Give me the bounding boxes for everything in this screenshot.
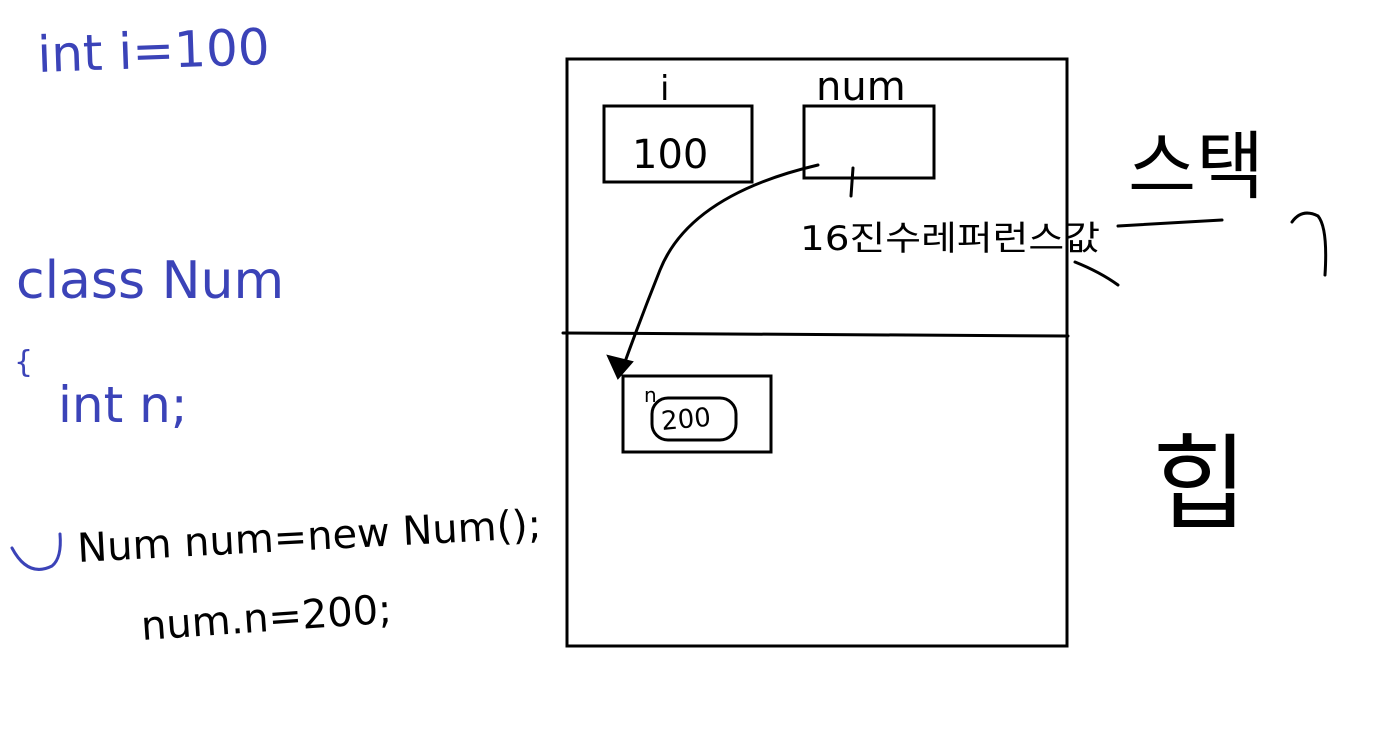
code-line-open-brace: { [14, 345, 33, 380]
code-line-assign-n: num.n=200; [139, 587, 393, 650]
code-line-int-i: int i=100 [36, 18, 270, 84]
side-labels: 스택 힙 [1116, 124, 1328, 545]
heap-side-label: 힙 [1152, 423, 1248, 545]
var-num-box [802, 104, 936, 180]
heap-field-value: 200 [660, 403, 712, 437]
var-num-label: num [816, 64, 906, 110]
stack-side-label: 스택 [1128, 124, 1264, 210]
code-block: int i=100 class Num { int n; Num num=new… [10, 18, 542, 650]
var-i-box [602, 104, 754, 184]
code-line-int-n: int n; [58, 376, 188, 434]
heap-object-box [621, 374, 773, 454]
stack-pointer-line [1116, 218, 1224, 228]
stack-heap-divider [561, 331, 1070, 338]
memory-diagram: i 100 num 16진수레퍼런스값 n 200 [561, 57, 1120, 648]
reference-note: 16진수레퍼런스값 [800, 219, 1100, 259]
closing-brace-curve [10, 532, 62, 571]
reference-tick [849, 166, 855, 198]
reference-arrow [620, 163, 820, 372]
code-line-new-num: Num num=new Num(); [76, 502, 542, 572]
reference-arrowhead [606, 354, 634, 380]
heap-field-label: n [644, 383, 657, 407]
stack-side-curl [1290, 211, 1328, 277]
var-i-value: 100 [632, 132, 708, 178]
memory-frame [565, 57, 1069, 648]
reference-note-tail [1073, 260, 1120, 287]
heap-field-box [650, 396, 738, 442]
code-line-class-num: class Num [16, 251, 284, 311]
var-i-label: i [660, 69, 669, 109]
